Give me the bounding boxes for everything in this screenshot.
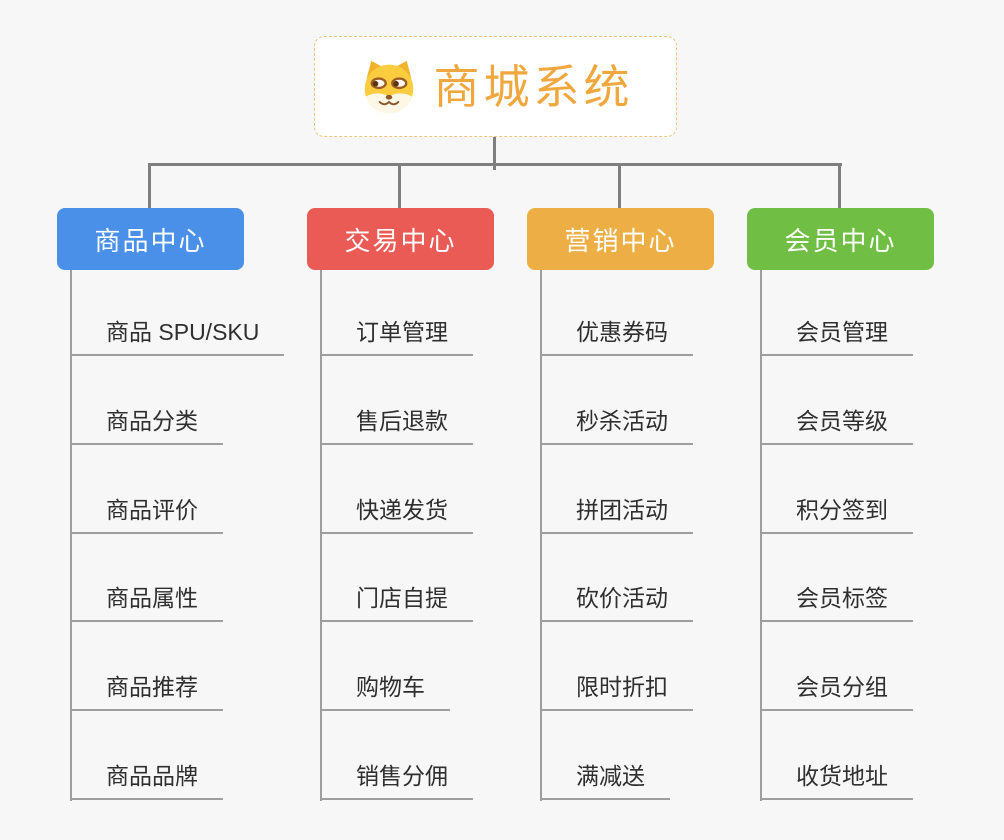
node-item-label: 积分签到 [796, 497, 888, 523]
node-item-label: 销售分佣 [356, 763, 448, 789]
node-item[interactable]: 门店自提 [321, 584, 473, 622]
node-item[interactable]: 商品推荐 [71, 673, 223, 711]
node-item-label: 砍价活动 [576, 585, 668, 611]
branch-marketing-center[interactable]: 营销中心 [527, 208, 714, 270]
node-item[interactable]: 优惠券码 [541, 318, 693, 356]
branch-trade-center[interactable]: 交易中心 [307, 208, 494, 270]
node-item-label: 商品属性 [106, 585, 198, 611]
node-item[interactable]: 订单管理 [321, 318, 473, 356]
node-item-label: 会员管理 [796, 319, 888, 345]
branch-label: 交易中心 [344, 225, 457, 256]
connector-drop-member [838, 163, 841, 209]
node-item[interactable]: 收货地址 [761, 762, 913, 800]
branch-label: 商品中心 [94, 225, 207, 256]
branch-spine-member [760, 270, 762, 801]
node-item[interactable]: 商品分类 [71, 407, 223, 445]
node-item-label: 门店自提 [356, 585, 448, 611]
node-item-label: 商品推荐 [106, 674, 198, 700]
node-item-label: 商品品牌 [106, 763, 198, 789]
node-item-label: 秒杀活动 [576, 408, 668, 434]
node-item-label: 商品评价 [106, 497, 198, 523]
node-item[interactable]: 会员等级 [761, 407, 913, 445]
branch-label: 营销中心 [564, 225, 677, 256]
node-item[interactable]: 购物车 [321, 673, 450, 711]
node-item[interactable]: 快递发货 [321, 496, 473, 534]
node-item-label: 售后退款 [356, 408, 448, 434]
node-item[interactable]: 限时折扣 [541, 673, 693, 711]
connector-root-stub [493, 137, 496, 170]
node-item[interactable]: 商品属性 [71, 584, 223, 622]
node-item[interactable]: 商品评价 [71, 496, 223, 534]
connector-drop-product [148, 163, 151, 209]
node-item[interactable]: 会员标签 [761, 584, 913, 622]
node-item[interactable]: 积分签到 [761, 496, 913, 534]
node-item[interactable]: 会员分组 [761, 673, 913, 711]
node-item-label: 会员等级 [796, 408, 888, 434]
node-item[interactable]: 售后退款 [321, 407, 473, 445]
node-item-label: 会员分组 [796, 674, 888, 700]
branch-product-center[interactable]: 商品中心 [57, 208, 244, 270]
node-item-label: 商品 SPU/SKU [106, 319, 260, 345]
connector-horizontal-rail [149, 163, 842, 166]
node-item[interactable]: 商品品牌 [71, 762, 223, 800]
node-item-label: 快递发货 [356, 497, 448, 523]
branch-spine-trade [320, 270, 322, 801]
node-item[interactable]: 拼团活动 [541, 496, 693, 534]
node-item[interactable]: 会员管理 [761, 318, 913, 356]
node-item-label: 会员标签 [796, 585, 888, 611]
branch-spine-marketing [540, 270, 542, 801]
node-item[interactable]: 满减送 [541, 762, 670, 800]
node-item[interactable]: 销售分佣 [321, 762, 473, 800]
node-item-label: 购物车 [356, 674, 425, 700]
branch-member-center[interactable]: 会员中心 [747, 208, 934, 270]
root-title: 商城系统 [433, 60, 634, 113]
node-item[interactable]: 砍价活动 [541, 584, 693, 622]
node-item[interactable]: 商品 SPU/SKU [71, 318, 285, 356]
node-item-label: 商品分类 [106, 408, 198, 434]
node-item-label: 优惠券码 [576, 319, 668, 345]
branch-spine-product [70, 270, 72, 801]
node-item[interactable]: 秒杀活动 [541, 407, 693, 445]
node-item-label: 订单管理 [356, 319, 448, 345]
node-item-label: 拼团活动 [576, 497, 668, 523]
connector-drop-trade [398, 163, 401, 209]
node-item-label: 满减送 [576, 763, 645, 789]
branch-label: 会员中心 [784, 225, 897, 256]
shiba-dog-icon [364, 60, 413, 113]
node-item-label: 限时折扣 [576, 674, 668, 700]
root-node[interactable]: 商城系统 [314, 36, 677, 137]
connector-drop-marketing [618, 163, 621, 209]
node-item-label: 收货地址 [796, 763, 888, 789]
